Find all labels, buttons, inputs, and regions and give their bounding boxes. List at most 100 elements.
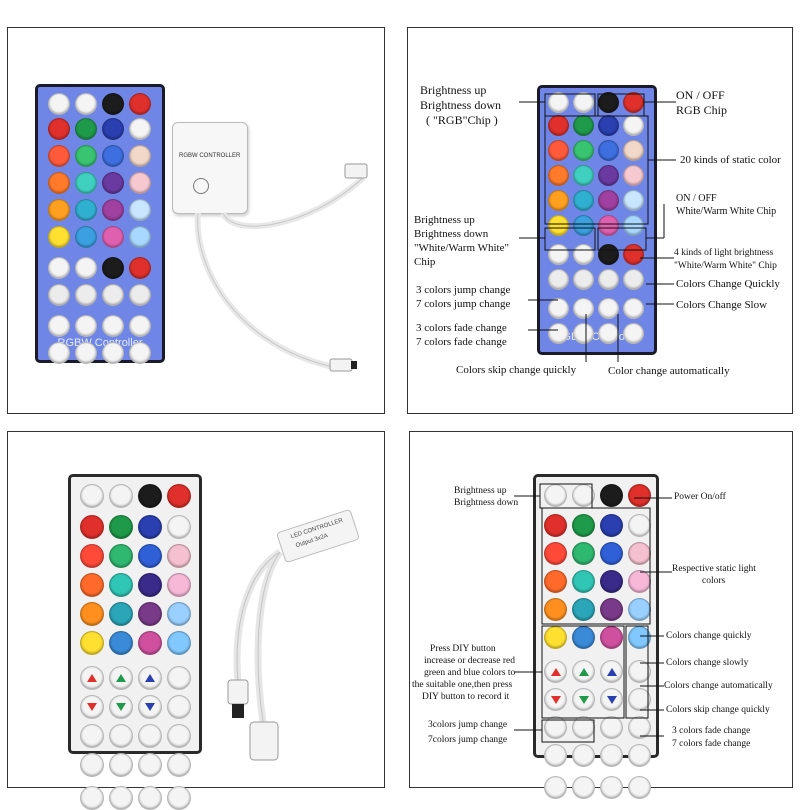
jump7-button[interactable]	[572, 776, 595, 799]
color-button[interactable]	[138, 573, 162, 597]
jump7-button[interactable]	[109, 786, 133, 810]
fade3-button[interactable]	[600, 776, 623, 799]
fade3-button[interactable]	[573, 298, 594, 319]
diy3-button[interactable]	[138, 724, 162, 748]
green-down-button[interactable]	[572, 688, 595, 711]
color-button[interactable]	[129, 118, 151, 140]
color-button[interactable]	[109, 602, 133, 626]
color-button[interactable]	[48, 145, 70, 167]
diy5-button[interactable]	[109, 753, 133, 777]
blue-up-button[interactable]	[138, 666, 162, 690]
diy2-button[interactable]	[109, 724, 133, 748]
color-button[interactable]	[623, 165, 644, 186]
diy3-button[interactable]	[600, 716, 623, 739]
slow-button[interactable]	[623, 323, 644, 344]
color-button[interactable]	[623, 215, 644, 236]
color-button[interactable]	[548, 140, 569, 161]
quick-button[interactable]	[129, 315, 151, 337]
color-button[interactable]	[623, 140, 644, 161]
color-button[interactable]	[75, 145, 97, 167]
color-button[interactable]	[75, 118, 97, 140]
fade7-button[interactable]	[48, 342, 70, 364]
jump3-button[interactable]	[548, 298, 569, 319]
red-up-button[interactable]	[544, 660, 567, 683]
color-button[interactable]	[600, 514, 623, 537]
flash-button[interactable]	[573, 323, 594, 344]
diy4-button[interactable]	[80, 753, 104, 777]
color-button[interactable]	[80, 515, 104, 539]
power-button[interactable]	[628, 484, 651, 507]
color-button[interactable]	[573, 215, 594, 236]
color-button[interactable]	[548, 215, 569, 236]
color-button[interactable]	[102, 226, 124, 248]
diy6-button[interactable]	[138, 753, 162, 777]
color-button[interactable]	[573, 165, 594, 186]
color-button[interactable]	[80, 631, 104, 655]
power-button[interactable]	[167, 484, 191, 508]
red-down-button[interactable]	[80, 695, 104, 719]
color-button[interactable]	[80, 544, 104, 568]
color-button[interactable]	[598, 140, 619, 161]
color-button[interactable]	[573, 190, 594, 211]
color-button[interactable]	[109, 573, 133, 597]
brightness-b25-button[interactable]	[548, 269, 569, 290]
color-button[interactable]	[48, 226, 70, 248]
color-button[interactable]	[167, 515, 191, 539]
color-button[interactable]	[75, 226, 97, 248]
brightness-down-button[interactable]	[109, 484, 133, 508]
rgb-power-button[interactable]	[102, 93, 124, 115]
color-button[interactable]	[102, 145, 124, 167]
brightness-down-button[interactable]	[75, 93, 97, 115]
white-power-button[interactable]	[102, 257, 124, 279]
jump3-button[interactable]	[80, 786, 104, 810]
color-button[interactable]	[598, 190, 619, 211]
color-button[interactable]	[102, 118, 124, 140]
color-button[interactable]	[598, 215, 619, 236]
color-button[interactable]	[129, 226, 151, 248]
white-power-button[interactable]	[598, 244, 619, 265]
brightness-b50-button[interactable]	[75, 284, 97, 306]
white-off-button[interactable]	[129, 257, 151, 279]
quick-button[interactable]	[167, 666, 191, 690]
color-button[interactable]	[544, 598, 567, 621]
color-button[interactable]	[600, 542, 623, 565]
brightness-up-button[interactable]	[80, 484, 104, 508]
color-button[interactable]	[80, 573, 104, 597]
auto-button[interactable]	[628, 716, 651, 739]
auto-button[interactable]	[102, 342, 124, 364]
quick-button[interactable]	[628, 660, 651, 683]
blue-down-button[interactable]	[600, 688, 623, 711]
white-brightness-down-button[interactable]	[75, 257, 97, 279]
fade7-button[interactable]	[628, 776, 651, 799]
color-button[interactable]	[80, 602, 104, 626]
brightness-b75-button[interactable]	[102, 284, 124, 306]
color-button[interactable]	[572, 542, 595, 565]
slow-button[interactable]	[129, 342, 151, 364]
fade3-button[interactable]	[138, 786, 162, 810]
play-pause-button[interactable]	[138, 484, 162, 508]
color-button[interactable]	[138, 515, 162, 539]
diy5-button[interactable]	[572, 744, 595, 767]
brightness-down-button[interactable]	[573, 92, 594, 113]
brightness-b100-button[interactable]	[129, 284, 151, 306]
play-pause-button[interactable]	[600, 484, 623, 507]
color-button[interactable]	[572, 570, 595, 593]
red-up-button[interactable]	[80, 666, 104, 690]
color-button[interactable]	[544, 514, 567, 537]
color-button[interactable]	[572, 598, 595, 621]
jump7-button[interactable]	[598, 298, 619, 319]
flash-button[interactable]	[75, 342, 97, 364]
diy1-button[interactable]	[544, 716, 567, 739]
brightness-b25-button[interactable]	[48, 284, 70, 306]
color-button[interactable]	[544, 570, 567, 593]
color-button[interactable]	[572, 514, 595, 537]
flash-button[interactable]	[628, 744, 651, 767]
red-down-button[interactable]	[544, 688, 567, 711]
color-button[interactable]	[167, 544, 191, 568]
color-button[interactable]	[138, 631, 162, 655]
color-button[interactable]	[129, 199, 151, 221]
color-button[interactable]	[109, 631, 133, 655]
color-button[interactable]	[48, 118, 70, 140]
diy4-button[interactable]	[544, 744, 567, 767]
color-button[interactable]	[548, 165, 569, 186]
